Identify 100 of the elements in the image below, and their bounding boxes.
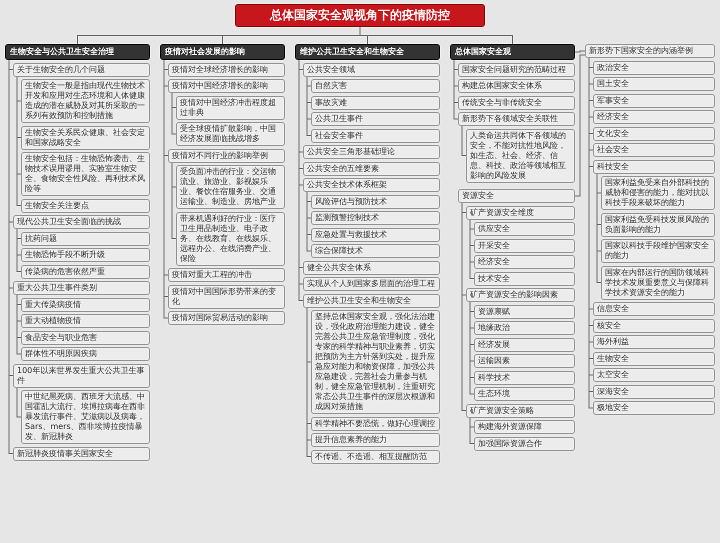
topic-box: 食品安全与职业危害 bbox=[21, 330, 150, 344]
connector-line bbox=[470, 417, 474, 444]
topic-box: 实现从个人到国家多层面的治理工程 bbox=[303, 277, 440, 291]
topic-box: 重大动植物疫情 bbox=[21, 314, 150, 328]
topic-box: 生物恐怖手段不断升级 bbox=[21, 248, 150, 262]
topic-box: 公共卫生事件 bbox=[311, 112, 440, 126]
connector-line bbox=[574, 50, 586, 52]
topic-box: 生态环境 bbox=[474, 387, 575, 401]
topic-box: 坚持总体国家安全观，强化法治建设，强化政府治理能力建设，健全完善公共卫生应急管理制度，强化专家的科学精神与职业素养，切实把预防为主方针落到实处，提升应急应对能力和物资保障，加强公共应急建设，完善社会力量参与机制，健全应急管理机制，注重研究常态公共卫生事件的深层次根源和成因对策措施 bbox=[311, 310, 440, 414]
topic-box: 国家安全问题研究的范畴过程 bbox=[458, 62, 575, 76]
topic-box: 矿产资源安全的影响因素 bbox=[466, 288, 575, 302]
topic-box: 极地安全 bbox=[593, 401, 715, 415]
topic-box: 应急处置与救援技术 bbox=[311, 228, 440, 242]
topic-box: 太空安全 bbox=[593, 368, 715, 382]
main-topic: 总体国家安全观 bbox=[450, 44, 575, 60]
topic-box: 疫情对全球经济增长的影响 bbox=[168, 62, 285, 76]
topic-box: 供应安全 bbox=[474, 222, 575, 236]
connector-line bbox=[16, 294, 22, 354]
topic-box: 经济发展 bbox=[474, 338, 575, 352]
topic-box: 疫情对中国经济冲击程度超过非典 bbox=[176, 96, 285, 120]
connector-line bbox=[306, 192, 312, 252]
topic-box: 公共安全领域 bbox=[303, 62, 440, 76]
topic-box: 疫情对中国经济增长的影响 bbox=[168, 79, 285, 93]
connector-line bbox=[172, 92, 176, 134]
connector-line bbox=[596, 173, 602, 283]
topic-box: 疫情对重大工程的冲击 bbox=[168, 268, 285, 282]
topic-box: 构建总体国家安全体系 bbox=[458, 79, 575, 93]
topic-box: 国家利益免受科技发展风险的负面影响的能力 bbox=[601, 212, 715, 236]
topic-box: 现代公共卫生安全面临的挑战 bbox=[13, 215, 150, 229]
connector-line bbox=[462, 202, 466, 411]
topic-box: 传统安全与非传统安全 bbox=[458, 96, 575, 110]
topic-box: 构建海外资源保障 bbox=[474, 420, 575, 434]
topic-box: 风险评估与预防技术 bbox=[311, 194, 440, 208]
topic-box: 自然灾害 bbox=[311, 79, 440, 93]
topic-box: 技术安全 bbox=[474, 272, 575, 286]
topic-box: 新形势下国家安全的内涵举例 bbox=[585, 44, 715, 58]
topic-box: 矿产资源安全维度 bbox=[466, 206, 575, 220]
topic-box: 科学精神不要恐慌，做好心理调控 bbox=[311, 416, 440, 430]
topic-box: 运输因素 bbox=[474, 354, 575, 368]
topic-box: 受全球疫情扩散影响，中国经济发展面临挑战增多 bbox=[176, 122, 285, 146]
topic-box: 经济安全 bbox=[593, 110, 715, 124]
connector-line bbox=[16, 76, 22, 206]
connector-line bbox=[574, 54, 586, 196]
topic-box: 抗药问题 bbox=[21, 232, 150, 246]
topic-box: 社会安全事件 bbox=[311, 128, 440, 142]
topic-box: 核安全 bbox=[593, 318, 715, 332]
connector-line bbox=[470, 219, 474, 279]
topic-box: 国家利益免受来自外部科技的威胁和侵害的能力，能对抗以科技手段来破坏的能力 bbox=[601, 176, 715, 210]
topic-box: 社会安全 bbox=[593, 143, 715, 157]
topic-box: 中世纪黑死病、西班牙大流感、中国霍乱大流行、埃博拉病毒在西非暴发流行事件、艾滋病以及病毒，Sars、mers、西非埃博拉疫情暴发、新冠肺炎 bbox=[21, 390, 150, 444]
central-topic: 总体国家安全观视角下的疫情防控 bbox=[235, 4, 485, 27]
connector-line bbox=[16, 387, 22, 418]
topic-box: 重大传染病疫情 bbox=[21, 298, 150, 312]
topic-box: 国土安全 bbox=[593, 77, 715, 91]
topic-box: 信息安全 bbox=[593, 302, 715, 316]
topic-box: 经济安全 bbox=[474, 255, 575, 269]
topic-box: 群体性不明原因疾病 bbox=[21, 347, 150, 361]
topic-box: 传染病的危害依然严重 bbox=[21, 264, 150, 278]
main-topic: 疫情对社会发展的影响 bbox=[160, 44, 285, 60]
topic-box: 受负面冲击的行业：交运物流业、旅游业、影视娱乐业、餐饮住宿服务业、交通运输业、制造业、房地产业 bbox=[176, 165, 285, 209]
topic-box: 重大公共卫生事件类别 bbox=[13, 281, 150, 295]
topic-box: 事故灾难 bbox=[311, 96, 440, 110]
topic-box: 新形势下各领域安全关联性 bbox=[458, 112, 575, 126]
main-topic: 维护公共卫生安全和生物安全 bbox=[295, 44, 440, 60]
topic-box: 资源安全 bbox=[458, 189, 575, 203]
main-topic: 生物安全与公共卫生安全治理 bbox=[5, 44, 150, 60]
topic-box: 关于生物安全的几个问题 bbox=[13, 62, 150, 76]
topic-box: 人类命运共同体下各领域的安全，不能对抗性地风险，如生态、社会、经济、信息、科技、政治等领域相互影响的风险发展 bbox=[466, 128, 575, 182]
connector-line bbox=[172, 162, 176, 239]
topic-box: 100年以来世界发生重大公共卫生事件 bbox=[13, 364, 150, 388]
topic-box: 提升信息素养的能力 bbox=[311, 433, 440, 447]
topic-box: 地缘政治 bbox=[474, 321, 575, 335]
topic-box: 科技安全 bbox=[593, 160, 715, 174]
topic-box: 矿产资源安全策略 bbox=[466, 404, 575, 418]
connector-line bbox=[454, 60, 458, 120]
topic-box: 文化安全 bbox=[593, 126, 715, 140]
connector-line bbox=[462, 126, 466, 156]
topic-box: 公共安全三角形基础理论 bbox=[303, 145, 440, 159]
topic-box: 海外利益 bbox=[593, 335, 715, 349]
topic-box: 生物安全关注要点 bbox=[21, 198, 150, 212]
connector-line bbox=[16, 228, 22, 272]
topic-box: 生物安全 bbox=[593, 352, 715, 366]
connector-line bbox=[306, 76, 312, 136]
topic-box: 带来机遇利好的行业：医疗卫生用品制造业、电子政务、在线教育、在线娱乐、远程办公、在线消费产业、保险 bbox=[176, 212, 285, 266]
topic-box: 公共安全的五维要素 bbox=[303, 162, 440, 176]
topic-box: 监测预警控制技术 bbox=[311, 211, 440, 225]
topic-box: 生物安全一般是指由现代生物技术开发和应用对生态环境和人体健康造成的潜在威胁及对其所采取的一系列有效预防和控制措施 bbox=[21, 79, 150, 123]
topic-box: 深海安全 bbox=[593, 384, 715, 398]
topic-box: 健全公共安全体系 bbox=[303, 260, 440, 274]
topic-box: 疫情对不同行业的影响举例 bbox=[168, 148, 285, 162]
topic-box: 生物安全包括：生物恐怖袭击、生物技术误用谬用、实验室生物安全、食物安全性风险、再利技术风险等 bbox=[21, 152, 150, 196]
topic-box: 加强国际资源合作 bbox=[474, 436, 575, 450]
topic-box: 国家以科技手段维护国家安全的能力 bbox=[601, 239, 715, 263]
connector-line bbox=[470, 302, 474, 394]
topic-box: 疫情对国际贸易活动的影响 bbox=[168, 311, 285, 325]
topic-box: 生物安全关系民众健康、社会安定和国家战略安全 bbox=[21, 126, 150, 150]
topic-box: 军事安全 bbox=[593, 94, 715, 108]
connector-line bbox=[360, 26, 513, 44]
topic-box: 国家在内部运行的国防领域科学技术发展重要意义与保障科学技术资源安全的能力 bbox=[601, 266, 715, 300]
topic-box: 政治安全 bbox=[593, 60, 715, 74]
